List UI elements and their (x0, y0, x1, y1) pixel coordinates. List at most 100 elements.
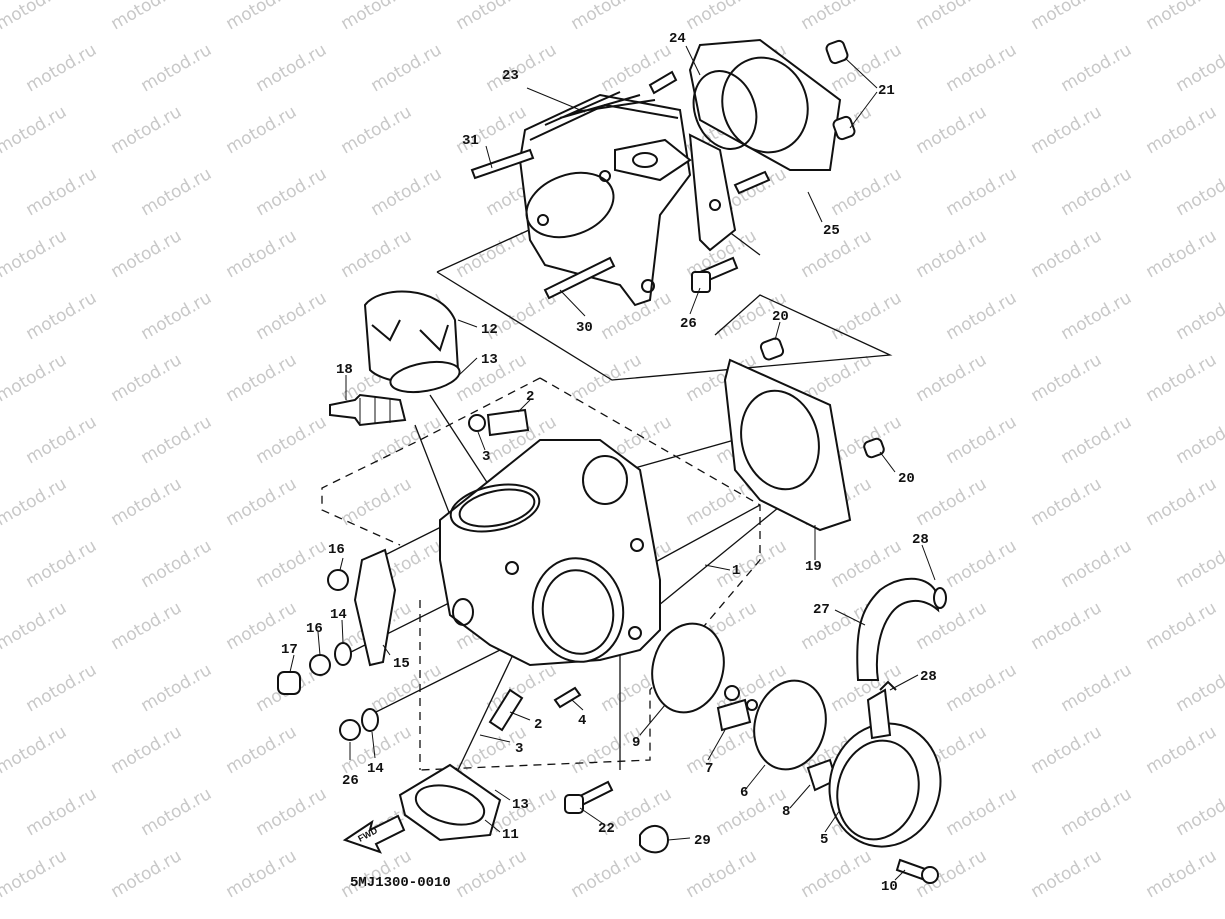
watermark-text: motod.ru (108, 0, 186, 34)
watermark-text: motod.ru (1173, 288, 1225, 344)
watermark-text: motod.ru (138, 164, 216, 220)
watermark-text: motod.ru (253, 40, 331, 96)
watermark-text: motod.ru (483, 40, 561, 96)
watermark-text: motod.ru (1058, 536, 1136, 592)
spark-plug-part (329, 393, 407, 427)
cylinder-part (518, 91, 737, 307)
watermark-text: motod.ru (828, 164, 906, 220)
flange-bolt (691, 256, 739, 293)
watermark-text: motod.ru (913, 598, 991, 654)
watermark-text: motod.ru (338, 0, 416, 34)
callout-30: 30 (576, 320, 593, 336)
callout-labels: 23 24 21 31 25 30 26 20 12 13 18 2 3 20 … (281, 31, 937, 895)
watermark-text: motod.ru (253, 288, 331, 344)
callout-4: 4 (578, 713, 586, 729)
cylinder-head-gasket (688, 38, 842, 171)
callout-13-top: 13 (481, 352, 498, 368)
callout-26-bottom: 26 (342, 773, 359, 789)
callout-10: 10 (881, 879, 898, 895)
watermark-text: motod.ru (1028, 846, 1106, 902)
watermark-text: motod.ru (0, 846, 70, 902)
watermark-text: motod.ru (1173, 40, 1225, 96)
bolt-and-oring-bottom (488, 686, 582, 732)
watermark-text: motod.ru (223, 226, 301, 282)
watermark-text: motod.ru (1028, 0, 1106, 34)
watermark-text: motod.ru (338, 102, 416, 158)
callout-25: 25 (823, 223, 840, 239)
callout-19: 19 (805, 559, 822, 575)
watermark-text: motod.ru (1173, 660, 1225, 716)
watermark-text: motod.ru (23, 40, 101, 96)
watermark-text: motod.ru (1058, 660, 1136, 716)
watermark-text: motod.ru (23, 784, 101, 840)
callout-7: 7 (705, 761, 713, 777)
watermark-text: motod.ru (798, 0, 876, 34)
watermark-text: motod.ru (108, 846, 186, 902)
watermark-text: motod.ru (1028, 598, 1106, 654)
callout-2-top: 2 (526, 389, 534, 405)
callout-31: 31 (462, 133, 479, 149)
watermark-text: motod.ru (713, 784, 791, 840)
watermark-text: motod.ru (913, 474, 991, 530)
watermark-text: motod.ru (1028, 474, 1106, 530)
watermark-text: motod.ru (1028, 350, 1106, 406)
watermark-text: motod.ru (568, 0, 646, 34)
watermark-text: motod.ru (1143, 102, 1221, 158)
watermark-text: motod.ru (943, 536, 1021, 592)
callout-13-bottom: 13 (512, 797, 529, 813)
watermark-text: motod.ru (1143, 846, 1221, 902)
watermark-text: motod.ru (1058, 164, 1136, 220)
callout-3-bottom: 3 (515, 741, 523, 757)
watermark-text: motod.ru (223, 350, 301, 406)
callout-22: 22 (598, 821, 615, 837)
hose-and-clamps (856, 577, 947, 691)
clip-part-29 (639, 825, 670, 854)
watermark-text: motod.ru (253, 784, 331, 840)
watermark-text: motod.ru (1058, 784, 1136, 840)
watermark-text: motod.ru (0, 598, 70, 654)
watermark-text: motod.ru (943, 164, 1021, 220)
watermark-text: motod.ru (108, 226, 186, 282)
part-code-label: 5MJ1300-0010 (350, 875, 451, 891)
callout-14-bottom: 14 (367, 761, 384, 777)
callout-24: 24 (669, 31, 686, 47)
watermark-text: motod.ru (1058, 40, 1136, 96)
watermark-text: motod.ru (683, 0, 761, 34)
watermark-text: motod.ru (138, 660, 216, 716)
watermark-text: motod.ru (223, 102, 301, 158)
watermark-text: motod.ru (108, 102, 186, 158)
watermark-text: motod.ru (108, 350, 186, 406)
leader-lines (289, 45, 936, 881)
guide-lines (321, 224, 893, 771)
callout-16-top: 16 (328, 542, 345, 558)
watermark-text: motod.ru (0, 722, 70, 778)
callout-29: 29 (694, 833, 711, 849)
callout-2-bottom: 2 (534, 717, 542, 733)
callout-17: 17 (281, 642, 298, 658)
watermark-text: motod.ru (138, 288, 216, 344)
watermark-text: motod.ru (1173, 536, 1225, 592)
watermark-text: motod.ru (1143, 0, 1221, 34)
callout-11: 11 (502, 827, 519, 843)
watermark-text: motod.ru (253, 412, 331, 468)
gasket-part-9 (651, 622, 725, 714)
watermark-text: motod.ru (453, 846, 531, 902)
watermark-text: motod.ru (1143, 474, 1221, 530)
watermark-text: motod.ru (828, 288, 906, 344)
screw-part-10 (895, 858, 939, 884)
forward-direction-arrow: FWD (342, 814, 406, 854)
piston-part (363, 290, 461, 394)
watermark-text: motod.ru (138, 412, 216, 468)
watermark-text: motod.ru (453, 0, 531, 34)
watermark-text: motod.ru (138, 40, 216, 96)
watermark-text: motod.ru (0, 226, 70, 282)
watermark-text: motod.ru (943, 288, 1021, 344)
watermark-text: motod.ru (1173, 164, 1225, 220)
callout-15: 15 (393, 656, 410, 672)
callout-9: 9 (632, 735, 640, 751)
cylinder-head-part (439, 439, 661, 667)
watermark-text: motod.ru (108, 722, 186, 778)
watermark-text: motod.ru (223, 0, 301, 34)
watermark-text: motod.ru (683, 846, 761, 902)
